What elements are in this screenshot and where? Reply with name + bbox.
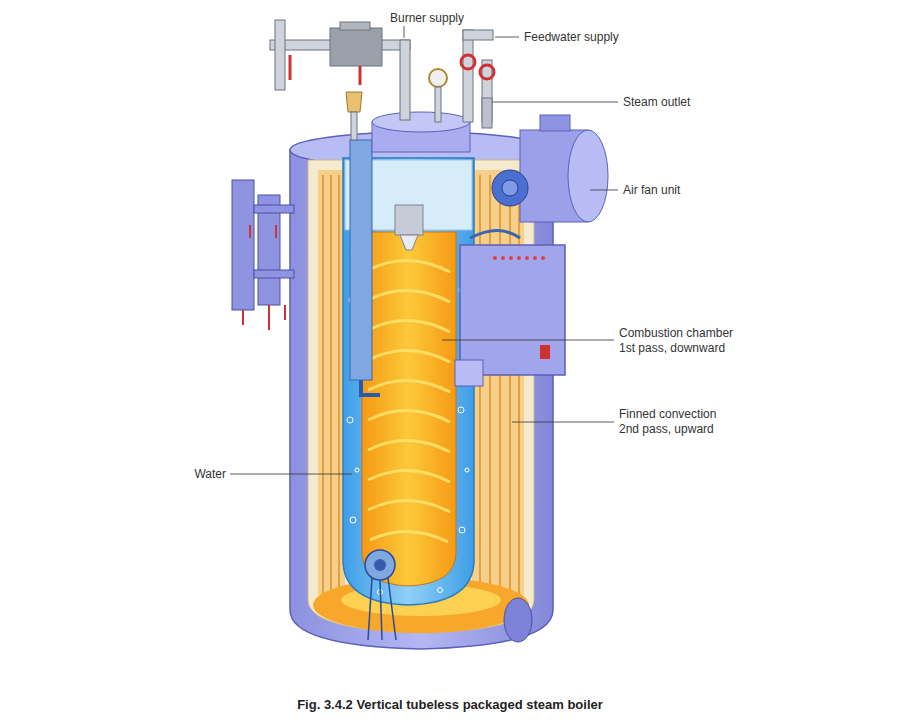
part-label: Air fan unit — [623, 183, 680, 198]
part-label: Steam outlet — [623, 95, 690, 110]
part-label: Burner supply — [390, 11, 464, 26]
part-label: Finned convection 2nd pass, upward — [619, 407, 731, 437]
part-label: Feedwater supply — [524, 30, 619, 45]
figure-caption: Fig. 3.4.2 Vertical tubeless packaged st… — [0, 697, 900, 712]
part-label: Water — [194, 467, 226, 482]
part-label: Combustion chamber 1st pass, downward — [619, 326, 745, 356]
